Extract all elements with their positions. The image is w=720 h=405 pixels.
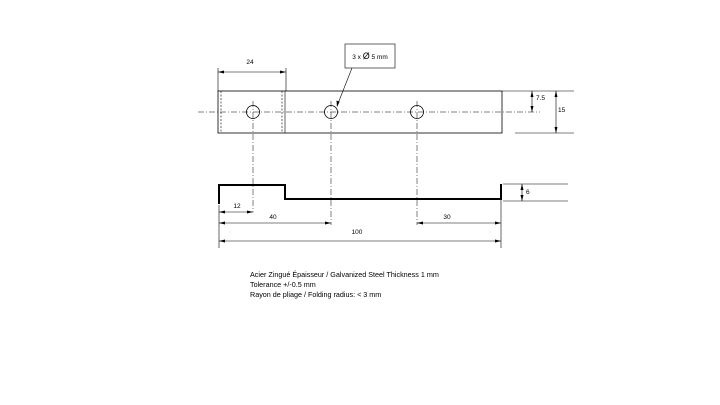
dimension-12-label: 12 [233, 203, 241, 210]
dimension-24-label: 24 [246, 59, 254, 66]
dimension-24: 24 [217, 59, 287, 91]
dimension-100-label: 100 [352, 229, 363, 236]
callout-label: 3 x Ø 5 mm [352, 51, 388, 61]
tolerance-note: Tolerance +/-0.5 mm [250, 280, 316, 289]
dimension-40: 40 [219, 214, 331, 225]
diameter-symbol: Ø [363, 51, 370, 61]
dimension-100: 100 [219, 229, 501, 243]
side-view: 6 [218, 183, 568, 204]
dimension-30-label: 30 [443, 214, 451, 221]
dimension-7-5-label: 7.5 [536, 95, 545, 102]
profile-line [218, 184, 502, 204]
dimension-30: 30 [417, 214, 501, 225]
dimension-height: 7.5 15 [502, 90, 574, 134]
callout-leader [336, 67, 353, 107]
hole-callout: 3 x Ø 5 mm [336, 43, 396, 107]
dimension-15-label: 15 [558, 107, 566, 114]
material-note: Acier Zingué Épaisseur / Galvanized Stee… [250, 270, 439, 279]
dimension-6-label: 6 [526, 189, 530, 196]
dimension-40-label: 40 [269, 214, 277, 221]
top-view [198, 90, 540, 225]
folding-radius-note: Rayon de pliage / Folding radius: < 3 mm [250, 290, 382, 299]
dimension-12: 12 [219, 203, 253, 214]
callout-box [344, 43, 396, 69]
